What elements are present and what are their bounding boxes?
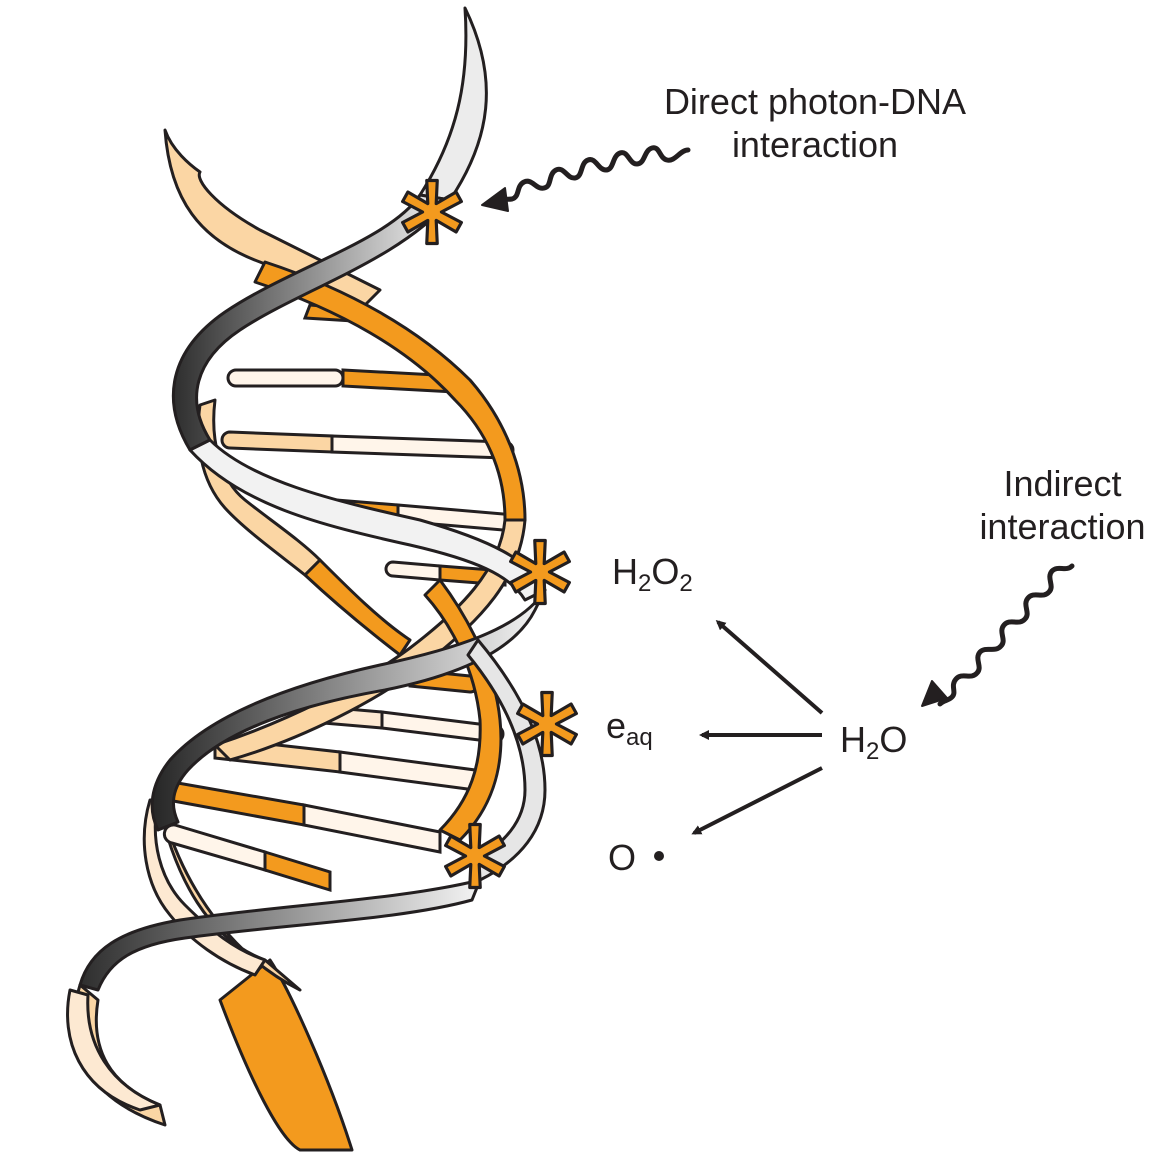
indirect-label-line2: interaction bbox=[979, 506, 1146, 548]
direct-label-line2: interaction bbox=[731, 124, 899, 166]
damage-asterisk-2 bbox=[509, 538, 571, 606]
direct-label-line1: Direct photon-DNA bbox=[663, 81, 967, 122]
h2o-label: H2O bbox=[840, 719, 908, 766]
indirect-interaction-label: Indirect interaction bbox=[960, 462, 1165, 548]
damage-asterisk-4 bbox=[444, 822, 506, 890]
hydroxyl-radical-label: O bbox=[608, 836, 665, 879]
indirect-photon-arrow bbox=[921, 563, 1075, 707]
base-pair-10 bbox=[162, 823, 332, 893]
orange-strand-back bbox=[156, 798, 354, 1152]
damage-markers bbox=[401, 178, 578, 890]
radical-dot-icon bbox=[654, 851, 665, 861]
base-pair-9 bbox=[166, 780, 442, 854]
arrow-to-h2o2 bbox=[715, 620, 824, 715]
base-pair-3 bbox=[220, 430, 515, 460]
eaq-label: eaq bbox=[606, 705, 653, 752]
h2o2-label: H2O2 bbox=[612, 551, 693, 598]
damage-asterisk-3 bbox=[516, 690, 578, 758]
indirect-label-line1: Indirect bbox=[1003, 463, 1122, 504]
damage-asterisk-1 bbox=[401, 178, 463, 246]
direct-photon-arrow bbox=[481, 145, 691, 212]
reaction-arrows bbox=[691, 620, 824, 835]
direct-interaction-label: Direct photon-DNA interaction bbox=[640, 80, 990, 166]
arrow-to-oh bbox=[691, 766, 823, 835]
